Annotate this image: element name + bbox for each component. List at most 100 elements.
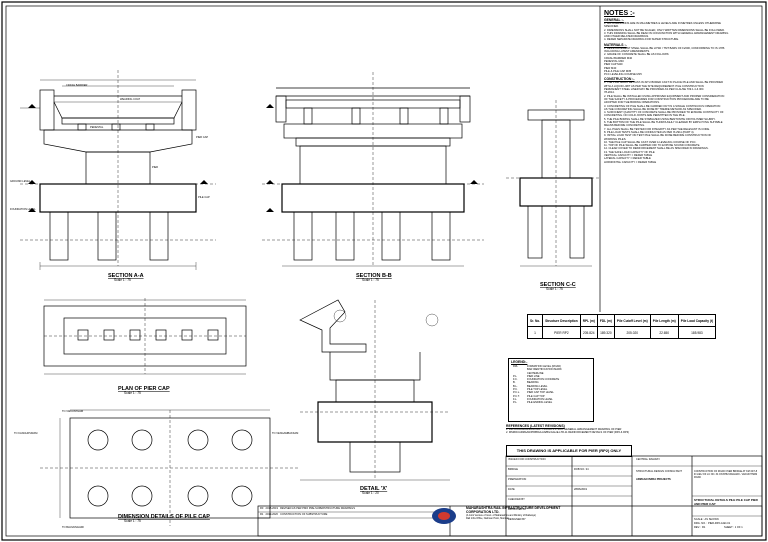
legend-symbol: P.L. [513, 374, 518, 378]
note-line: PIER M40 [604, 66, 617, 70]
note-line: 9. INITIAL LOAD TEST ON TEST PILE SHALL … [604, 134, 712, 138]
table-cell: 1 [526, 326, 544, 339]
revision-row: R0 2018-2019 REVISED AS PER PMO PRE-SUPE… [260, 507, 355, 510]
legend-text: BEARING LEVEL [527, 384, 548, 388]
reference-line: 1. DM-CH-ARMAAN/BGI-GAL-T-LM-BR-P-L-19-C… [506, 428, 622, 431]
pile-cap-plan [40, 409, 300, 526]
label-pier-cap: PIER CAP [196, 135, 208, 139]
label-to-kanchipuram: TO KANCHIPURAM [14, 431, 37, 435]
note-line: 8. PILE LOAD TESTS SHALL BE CONDUCTED AS… [604, 130, 695, 134]
table-cell: 22.650 [649, 326, 679, 339]
plan-pier-cap-title: PLAN OF PIER CAP [118, 386, 170, 392]
label-ground-level: GROUND LEVEL [10, 179, 31, 183]
title-block-label: BRIDGE [508, 468, 518, 471]
legend-item: BAR IDENTIFICATION MARK [509, 368, 593, 371]
notes-body: GENERAL :-1. ALL DIMENSIONS ARE IN MILLI… [604, 18, 762, 164]
label-to-bhuvanagiri: TO BHUVANAGIRI [62, 525, 84, 529]
title-block-label: PREPARATION [508, 478, 527, 481]
note-line: CRASH BARRIER M40 [604, 56, 633, 60]
svg-text:Scale 1 : 75: Scale 1 : 75 [124, 391, 141, 395]
applicability-note: THIS DRAWING IS APPLICABLE FOR PIER (RP2… [506, 445, 632, 457]
note-line: AS THE CONCRETING SHALL BE DONE BY TREMI… [604, 107, 702, 111]
section-aa [20, 70, 216, 270]
table-header-cell: Structure Description [542, 314, 581, 327]
pile-cap-x [317, 401, 433, 443]
section-cc-title: SECTION C-C [540, 282, 576, 288]
section-bb [262, 72, 484, 267]
consultant-label: STRUCTURAL DESIGN CONSULTANT [636, 470, 682, 473]
note-line: MEANS BEFORE CONCRETING. [604, 124, 645, 128]
note-line: 11. TOP OF PILE SHALL BE CHIPPED OFF TO … [604, 144, 701, 148]
legend-item: P.C.T.PILE CAP TOP [509, 395, 593, 398]
note-line: 10. THE PILE CAP SHALL BE CAST OVER A LE… [604, 140, 697, 144]
legend-item: P.L.PIER LINE [509, 375, 593, 378]
crash-barrier-left [39, 89, 55, 131]
detail-x [299, 299, 450, 481]
legend-symbol: FRL [513, 365, 518, 368]
title-block-label: DATE [508, 488, 515, 491]
legend-symbol: P.C.L. [513, 391, 520, 395]
note-line: PIER CAP M40 [604, 63, 623, 67]
note-line: 1. ALL DIMENSIONS ARE IN MILLIMETRES & L… [604, 22, 721, 25]
note-line: 2. PILE SHALL BE INSTALLED USING APPROVE… [604, 94, 725, 98]
reference-line: 2. MSRDC/ARMAAN/PKBBG/LAN/BG/GAL/E-LTR-1… [506, 431, 630, 435]
note-line: VERTICAL CAPACITY = REFER TABLE [604, 153, 653, 157]
table-cell: PIER RP2 [542, 326, 581, 339]
title-block-label: CHECKED BY [508, 498, 525, 501]
note-line: LATERAL CAPACITY = REFER TABLE [604, 157, 651, 161]
svg-text:Scale 1 : 75: Scale 1 : 75 [362, 278, 379, 282]
notes-panel: NOTES :- GENERAL :-1. ALL DIMENSIONS ARE… [604, 10, 762, 164]
client-name: MAHARASHTRA RAIL INFRASTRUCTURE DEVELOPM… [466, 506, 561, 520]
note-line: PERMANENT STEEL LINER MAY BE PROVIDED AS… [604, 88, 704, 92]
note-line: 13. THE SAFE LOAD CAPACITY OF PILE [604, 150, 655, 154]
label-to-vaikuntham: TO VAIKUNTHAM [62, 409, 83, 413]
table-header-cell: RPL (m) [579, 314, 598, 327]
note-line: WORKING PILES. [604, 137, 627, 141]
revision-row: R1 2019-2020 CONSTRUCTION OF SUBSTRUCTUR… [260, 513, 328, 516]
note-line: CONCRETING. NO COLD JOINTS ARE PERMITTED… [604, 114, 686, 118]
notes-heading: CONSTRUCTION :- [604, 77, 635, 82]
crash-barrier-right [181, 89, 197, 131]
note-line: AND OTHER RELATED DRAWINGS. [604, 35, 649, 39]
label-pier: PIER [152, 165, 158, 169]
note-line: 1. REINFORCEMENT STEEL SHALL BE HYSD / T… [604, 46, 725, 50]
table-cell: 185.983 [677, 326, 717, 339]
status-right: CENTRAL RAILWAY [636, 458, 660, 461]
table-header-cell: Pile Length (m) [649, 314, 679, 327]
note-line: 3. THIS DRAWING SHALL BE READ IN CONJUNC… [604, 31, 729, 35]
label-wearing-coat: WEARING COAT [120, 97, 141, 101]
legend-item: F.L. FOUNDATION LEVEL [509, 398, 593, 401]
legend-symbol: P.C. [513, 388, 518, 392]
table-cell: 205.824 [579, 326, 598, 339]
legend-title: LEGEND:- [511, 360, 528, 364]
pier-cap-bb [283, 123, 463, 139]
status-left: ISSUED FOR CONSTRUCTION [508, 458, 546, 461]
section-aa-title: SECTION A-A [108, 273, 144, 279]
note-line: 4. REFER SEPARATE DRAWING FOR SUPER STRU… [604, 38, 679, 42]
project-name: CONSTRUCTION OF ROAD OVER BRIDGE AT KM 3… [694, 470, 758, 479]
legend-text: BEARING [527, 381, 539, 385]
legend-text: FOUNDATION LEVEL [527, 397, 553, 401]
label-pile-cap: PILE CAP [198, 195, 210, 199]
title-block [257, 455, 763, 537]
label-crash-barrier: CRASH BARRIER [66, 83, 87, 87]
note-line: ADOPTED FOR THE BORING OPERATIONS. [604, 101, 660, 105]
note-line: OF THE SAFETY & PROCEDURES FOR CONSTRUCT… [604, 97, 709, 101]
table-cell: 205.020 [613, 326, 651, 339]
pier-cc [541, 119, 571, 179]
legend-text: PILE ENDING LEVEL [527, 401, 553, 405]
legend-item: P.C.PILE TOP LEVEL [509, 388, 593, 391]
legend-text: CENTERLINE [527, 371, 544, 375]
legend-item: B.L.BEARING LEVEL [509, 385, 593, 388]
legend-symbol: F.L. [513, 397, 518, 401]
table-header-cell: Sr. No. [526, 314, 544, 327]
revision-number: REV. : R1 [694, 526, 706, 529]
table-header-cell: Pile Load Capacity (t) [677, 314, 717, 327]
note-line: 12. CLEAR COVER TO REINFORCEMENT SHALL B… [604, 147, 709, 151]
legend-item: CENTERLINE [509, 372, 593, 375]
